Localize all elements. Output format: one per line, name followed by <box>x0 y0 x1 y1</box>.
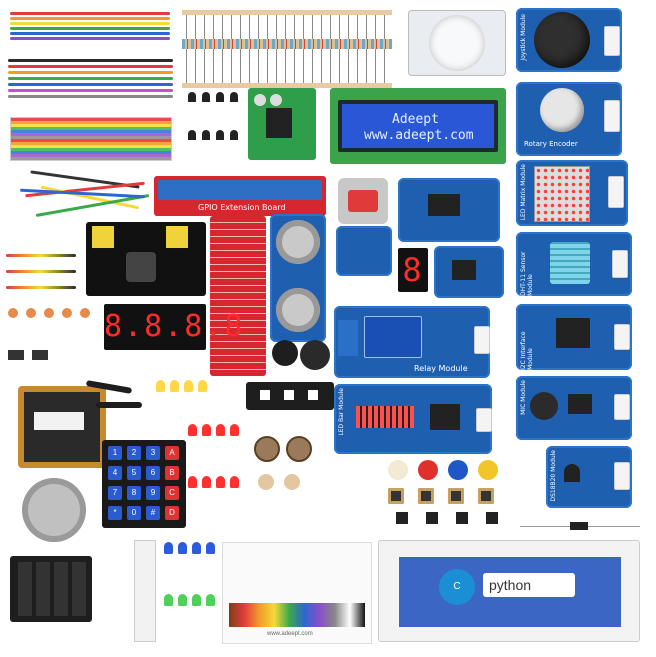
keypad-key[interactable]: A <box>165 446 179 460</box>
joystick-module: Joystick Module <box>516 8 622 72</box>
button-module <box>336 226 392 276</box>
led-matrix-module: LED Matrix Module <box>516 160 628 226</box>
single-digit-value: 8 <box>402 251 424 289</box>
keypad-key[interactable]: 4 <box>108 466 122 480</box>
potentiometers <box>254 436 314 466</box>
green-leds <box>164 594 220 630</box>
transistor-set <box>186 92 238 166</box>
jumper-wire-cluster <box>20 168 160 218</box>
keypad-key[interactable]: # <box>146 506 160 520</box>
pir-sensor <box>408 10 506 76</box>
green-pcb <box>248 88 316 160</box>
matrix-label: LED Matrix Module <box>520 164 527 221</box>
four-digit-value: 8.8.8.8 <box>104 309 245 344</box>
keypad-key[interactable]: 3 <box>146 446 160 460</box>
stepper-motor <box>22 478 86 542</box>
slide-switches <box>8 346 50 368</box>
resistor-strip <box>182 10 392 88</box>
ds-label: DS18B20 Module <box>550 450 557 502</box>
buzzer-2 <box>300 340 330 370</box>
battery-holder <box>10 556 92 622</box>
buzzer-1 <box>272 340 298 366</box>
servo-horns <box>82 376 148 426</box>
led-bar-module: LED Bar Module <box>334 384 492 454</box>
keypad-key[interactable]: 2 <box>127 446 141 460</box>
keypad-key[interactable]: 7 <box>108 486 122 500</box>
dht11-module: DHT-11 Sensor Module <box>516 232 632 296</box>
python-logo: python <box>483 573 575 597</box>
lcd-line-1: Adeept <box>392 112 439 127</box>
keypad-key[interactable]: 1 <box>108 446 122 460</box>
keypad-key[interactable]: 8 <box>127 486 141 500</box>
keypad-key[interactable]: C <box>165 486 179 500</box>
gpio-board-label: GPIO Extension Board <box>198 203 286 212</box>
dc-motor <box>338 178 388 224</box>
keypad-key[interactable]: D <box>165 506 179 520</box>
shift-register-module <box>398 178 500 242</box>
mic-module: MIC Module <box>516 376 632 440</box>
keypad-key[interactable]: * <box>108 506 122 520</box>
yellow-leds <box>156 380 210 416</box>
female-wire-leads <box>6 250 76 296</box>
mic-label: MIC Module <box>520 380 527 415</box>
relay-label: Relay Module <box>414 364 468 373</box>
card-url: www.adeept.com <box>267 631 313 637</box>
rotary-label: Rotary Encoder <box>524 140 578 148</box>
jumper-wire-bundle-1 <box>10 8 170 44</box>
ultrasonic-sensor <box>270 214 326 342</box>
relay-module: Relay Module <box>334 306 490 378</box>
i2c-label: I2C Interface Module <box>520 331 534 370</box>
dht-label: DHT-11 Sensor Module <box>520 251 534 296</box>
lcd-module: Adeept www.adeept.com <box>330 88 506 164</box>
tactile-buttons <box>388 488 500 528</box>
jumper-wire-bundle-2 <box>8 55 173 103</box>
single-digit-display: 8 <box>398 248 428 292</box>
keypad-key[interactable]: 0 <box>127 506 141 520</box>
t-cobbler-board <box>210 216 266 376</box>
ceramic-capacitors <box>8 308 98 348</box>
c-logo: C <box>439 569 475 605</box>
servo-motor <box>18 386 106 468</box>
keypad-key[interactable]: B <box>165 466 179 480</box>
photoresistors <box>258 474 308 494</box>
four-digit-display: 8.8.8.8 <box>104 304 242 350</box>
resistor-color-card: www.adeept.com <box>222 542 372 644</box>
keypad-key[interactable]: 5 <box>127 466 141 480</box>
ledbar-label: LED Bar Module <box>338 388 345 436</box>
rgb-led-strip <box>246 382 334 410</box>
i2c-module: I2C Interface Module <box>516 304 632 370</box>
lcd-line-2: www.adeept.com <box>364 128 474 143</box>
breadboard: C python <box>378 540 640 642</box>
joystick-label: Joystick Module <box>520 14 527 61</box>
button-caps <box>388 460 498 482</box>
breadboard-power-module <box>86 222 206 296</box>
adc-module <box>434 246 504 298</box>
ds18b20-module: DS18B20 Module <box>546 446 632 508</box>
blue-leds <box>164 542 220 578</box>
keypad-key[interactable]: 6 <box>146 466 160 480</box>
rotary-encoder-module: Rotary Encoder <box>516 82 622 156</box>
gpio-extension-board: GPIO Extension Board <box>154 176 326 216</box>
pin-header-strip <box>134 540 156 642</box>
keypad-key[interactable]: 9 <box>146 486 160 500</box>
diodes <box>520 520 640 534</box>
ribbon-cable <box>10 117 172 161</box>
red-leds <box>188 424 244 524</box>
